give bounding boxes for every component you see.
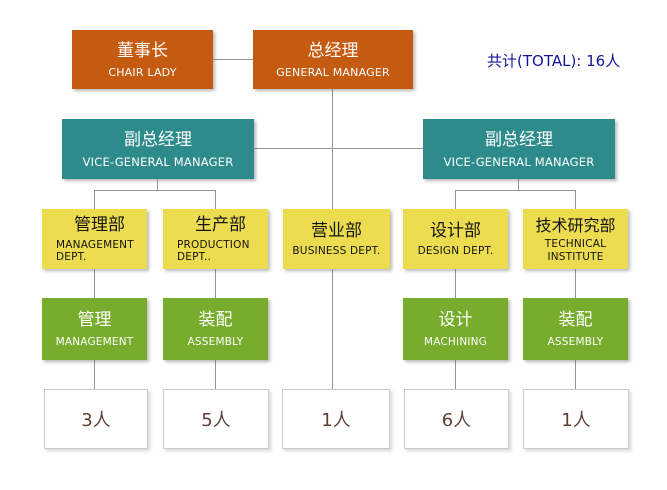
connector-col2-down — [215, 190, 216, 389]
headcount-management-value: 3人 — [81, 410, 111, 431]
node-management-dept: 管理部 MANAGEMENT DEPT. — [42, 209, 147, 269]
node-vgm-right-title-en: VICE-GENERAL MANAGER — [443, 154, 595, 169]
headcount-design: 6人 — [404, 389, 509, 449]
node-assembly-team-left-zh: 装配 — [198, 310, 233, 331]
headcount-production-value: 5人 — [201, 410, 231, 431]
connector-col1-down — [94, 190, 95, 389]
node-management-dept-en: MANAGEMENT DEPT. — [56, 238, 134, 264]
node-assembly-team-right-zh: 装配 — [558, 310, 593, 331]
node-technical-institute: 技术研究部 TECHNICAL INSTITUTE — [523, 209, 628, 269]
node-chair-lady-title-en: CHAIR LADY — [108, 65, 177, 79]
node-general-manager-title-en: GENERAL MANAGER — [276, 65, 390, 79]
connector-branch-left — [94, 190, 216, 191]
connector-vice-cross — [254, 148, 423, 149]
node-machining-team: 设计 MACHINING — [403, 298, 508, 360]
headcount-business: 1人 — [282, 389, 390, 449]
node-assembly-team-right-en: ASSEMBLY — [547, 336, 604, 349]
node-machining-team-en: MACHINING — [423, 336, 488, 349]
node-assembly-team-left: 装配 ASSEMBLY — [163, 298, 268, 360]
total-headcount-label: 共计(TOTAL): 16人 — [487, 52, 621, 70]
node-vice-general-manager-left: 副总经理 VICE-GENERAL MANAGER — [62, 119, 254, 179]
node-machining-team-zh: 设计 — [438, 310, 473, 331]
node-technical-institute-zh: 技术研究部 — [535, 215, 616, 235]
node-general-manager: 总经理 GENERAL MANAGER — [253, 30, 413, 89]
node-management-team: 管理 MANAGEMENT — [42, 298, 147, 360]
node-assembly-team-right: 装配 ASSEMBLY — [523, 298, 628, 360]
node-vgm-right-title-zh: 副总经理 — [485, 129, 553, 150]
node-production-dept-zh: 生产部 — [195, 214, 246, 235]
node-management-team-en: MANAGEMENT — [55, 336, 134, 349]
headcount-production: 5人 — [163, 389, 269, 449]
node-business-dept-zh: 营业部 — [311, 221, 362, 242]
node-management-dept-zh: 管理部 — [74, 214, 125, 235]
node-general-manager-title-zh: 总经理 — [307, 40, 359, 61]
node-design-dept-en: DESIGN DEPT. — [417, 245, 494, 258]
node-design-dept-zh: 设计部 — [430, 221, 481, 242]
node-chair-lady-title-zh: 董事长 — [117, 40, 168, 61]
node-production-dept: 生产部 PRODUCTION DEPT.. — [163, 209, 268, 269]
node-technical-institute-en: TECHNICAL INSTITUTE — [544, 238, 607, 263]
connector-vice-right-stub — [518, 179, 519, 191]
node-vice-general-manager-right: 副总经理 VICE-GENERAL MANAGER — [423, 119, 615, 179]
node-management-team-zh: 管理 — [77, 310, 112, 331]
headcount-business-value: 1人 — [321, 410, 351, 431]
headcount-design-value: 6人 — [441, 410, 472, 431]
connector-chair-gm — [213, 59, 253, 60]
node-design-dept: 设计部 DESIGN DEPT. — [403, 209, 508, 269]
headcount-management: 3人 — [44, 389, 148, 449]
headcount-technical-value: 1人 — [561, 410, 591, 431]
connector-col5-down — [575, 190, 576, 389]
node-assembly-team-left-en: ASSEMBLY — [187, 336, 244, 349]
node-production-dept-en: PRODUCTION DEPT.. — [177, 238, 250, 264]
node-chair-lady: 董事长 CHAIR LADY — [72, 30, 213, 89]
connector-branch-right — [455, 190, 576, 191]
node-vgm-left-title-en: VICE-GENERAL MANAGER — [82, 154, 234, 169]
headcount-technical: 1人 — [523, 389, 629, 449]
connector-col4-down — [455, 190, 456, 389]
node-vgm-left-title-zh: 副总经理 — [124, 129, 192, 150]
node-business-dept: 营业部 BUSINESS DEPT. — [283, 209, 390, 269]
connector-vice-left-stub — [157, 179, 158, 191]
node-business-dept-en: BUSINESS DEPT. — [292, 245, 381, 258]
